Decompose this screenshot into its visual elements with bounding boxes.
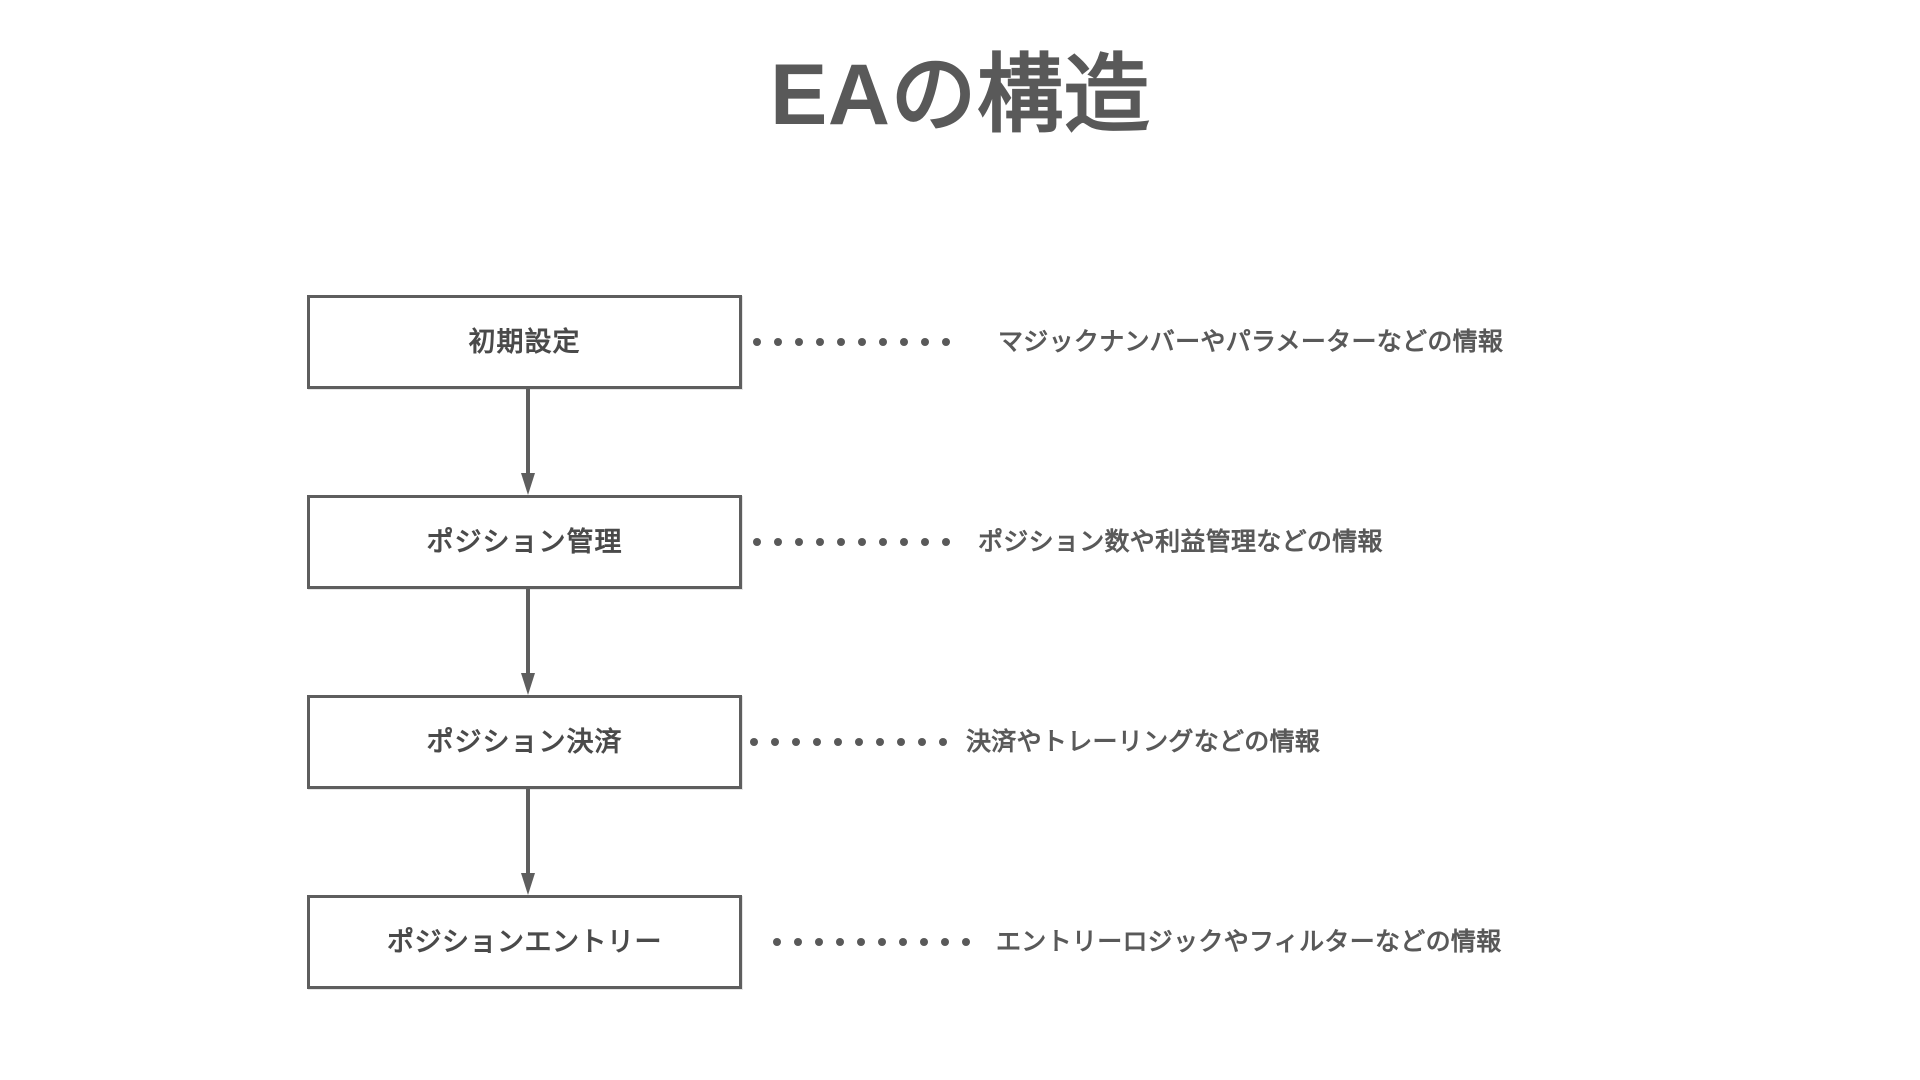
process-box-label: 初期設定 [468, 326, 581, 357]
leader-dot-icon [921, 538, 929, 546]
process-box-label: ポジション決済 [426, 726, 623, 757]
leader-dot-icon [753, 338, 761, 346]
leader-dot-icon [858, 538, 866, 546]
process-box-3[interactable]: ポジション決済 [307, 695, 742, 789]
page-title: EAの構造 [770, 47, 1150, 143]
leader-dot-icon [942, 538, 950, 546]
flow-step-4: ポジションエントリー エントリーロジックやフィルターなどの情報 [0, 895, 1920, 995]
leader-dot-icon [836, 938, 844, 946]
leader-dot-icon [771, 738, 779, 746]
leader-dot-icon [899, 938, 907, 946]
process-box-2[interactable]: ポジション管理 [307, 495, 742, 589]
leader-dot-icon [774, 538, 782, 546]
annotation-text-2: ポジション数や利益管理などの情報 [978, 528, 1383, 556]
leader-dot-icon [920, 938, 928, 946]
arrow-connector-2-to-3 [521, 589, 535, 695]
annotation-text-1: マジックナンバーやパラメーターなどの情報 [998, 328, 1504, 356]
dot-leader-2 [753, 535, 950, 549]
leader-dot-icon [879, 338, 887, 346]
process-box-4[interactable]: ポジションエントリー [307, 895, 742, 989]
leader-dot-icon [857, 938, 865, 946]
process-box-label: ポジション管理 [426, 526, 623, 557]
flow-step-3: ポジション決済 決済やトレーリングなどの情報 [0, 695, 1920, 795]
leader-dot-icon [795, 338, 803, 346]
dot-leader-3 [750, 735, 947, 749]
leader-dot-icon [837, 538, 845, 546]
arrow-connector-1-to-2 [521, 389, 535, 495]
leader-dot-icon [774, 338, 782, 346]
arrow-head-down-icon [521, 873, 535, 895]
annotation-text-3: 決済やトレーリングなどの情報 [966, 728, 1321, 756]
annotation-text-4: エントリーロジックやフィルターなどの情報 [996, 928, 1502, 956]
leader-dot-icon [750, 738, 758, 746]
dot-leader-4 [773, 935, 970, 949]
leader-dot-icon [815, 938, 823, 946]
leader-dot-icon [795, 538, 803, 546]
leader-dot-icon [962, 938, 970, 946]
leader-dot-icon [939, 738, 947, 746]
process-box-1[interactable]: 初期設定 [307, 295, 742, 389]
arrow-shaft [526, 389, 530, 477]
leader-dot-icon [879, 538, 887, 546]
leader-dot-icon [855, 738, 863, 746]
dot-leader-1 [753, 335, 950, 349]
leader-dot-icon [794, 938, 802, 946]
arrow-head-down-icon [521, 673, 535, 695]
leader-dot-icon [942, 338, 950, 346]
leader-dot-icon [773, 938, 781, 946]
leader-dot-icon [878, 938, 886, 946]
arrow-shaft [526, 789, 530, 877]
leader-dot-icon [837, 338, 845, 346]
flow-step-2: ポジション管理 ポジション数や利益管理などの情報 [0, 495, 1920, 595]
leader-dot-icon [876, 738, 884, 746]
arrow-shaft [526, 589, 530, 677]
leader-dot-icon [816, 338, 824, 346]
flow-step-1: 初期設定 マジックナンバーやパラメーターなどの情報 [0, 295, 1920, 395]
leader-dot-icon [897, 738, 905, 746]
leader-dot-icon [834, 738, 842, 746]
leader-dot-icon [918, 738, 926, 746]
leader-dot-icon [753, 538, 761, 546]
leader-dot-icon [900, 538, 908, 546]
process-box-label: ポジションエントリー [387, 926, 662, 957]
leader-dot-icon [792, 738, 800, 746]
leader-dot-icon [813, 738, 821, 746]
leader-dot-icon [816, 538, 824, 546]
arrow-head-down-icon [521, 473, 535, 495]
arrow-connector-3-to-4 [521, 789, 535, 895]
leader-dot-icon [900, 338, 908, 346]
leader-dot-icon [921, 338, 929, 346]
leader-dot-icon [941, 938, 949, 946]
leader-dot-icon [858, 338, 866, 346]
